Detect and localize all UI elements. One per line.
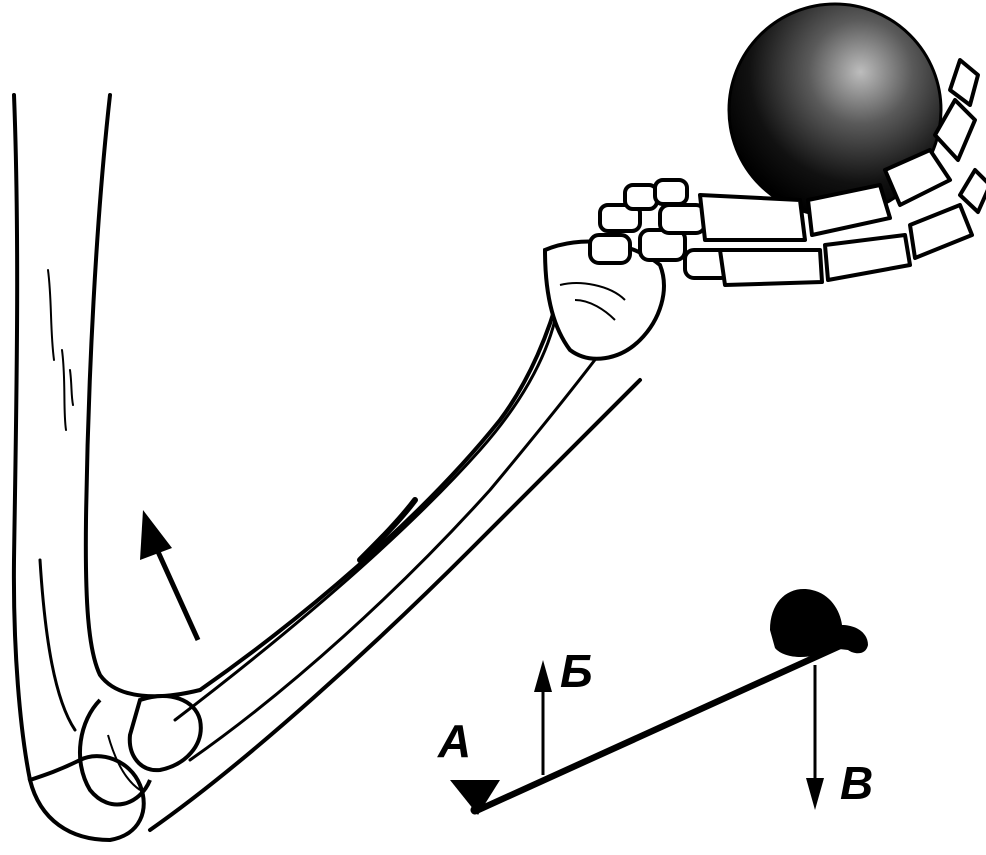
lever-schematic [450,589,868,815]
lever-ball [770,589,868,657]
muscle-force-arrow [140,510,198,640]
elbow-joint [30,696,201,840]
forearm-bones [150,290,640,830]
load-label-v: B [840,760,873,806]
effort-label-b: Б [560,648,593,694]
humerus-bone [14,95,200,780]
pivot-label-a: A [438,718,471,764]
